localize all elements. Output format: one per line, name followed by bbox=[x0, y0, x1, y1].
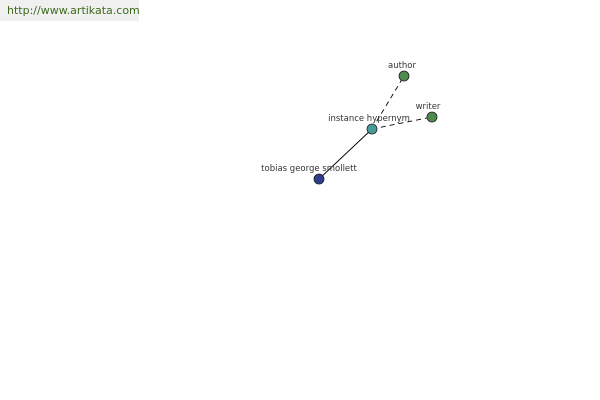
node-label-writer: writer bbox=[416, 102, 441, 112]
node-label-tobias-george-smollett: tobias george smollett bbox=[261, 164, 357, 174]
edge-instance-hypernym-to-author bbox=[371, 75, 405, 130]
url-link[interactable]: http://www.artikata.com bbox=[7, 4, 140, 17]
edge-smollett-to-instance-hypernym bbox=[318, 128, 373, 180]
node-label-author: author bbox=[388, 61, 417, 71]
node-label-instance-hypernym: instance hypernym bbox=[328, 114, 410, 124]
edge-instance-hypernym-to-writer bbox=[371, 116, 433, 130]
node-writer[interactable] bbox=[426, 111, 438, 123]
node-instance-hypernym[interactable] bbox=[366, 123, 378, 135]
node-tobias-george-smollett[interactable] bbox=[313, 173, 325, 185]
url-banner: http://www.artikata.com bbox=[0, 0, 140, 21]
node-author[interactable] bbox=[398, 70, 410, 82]
